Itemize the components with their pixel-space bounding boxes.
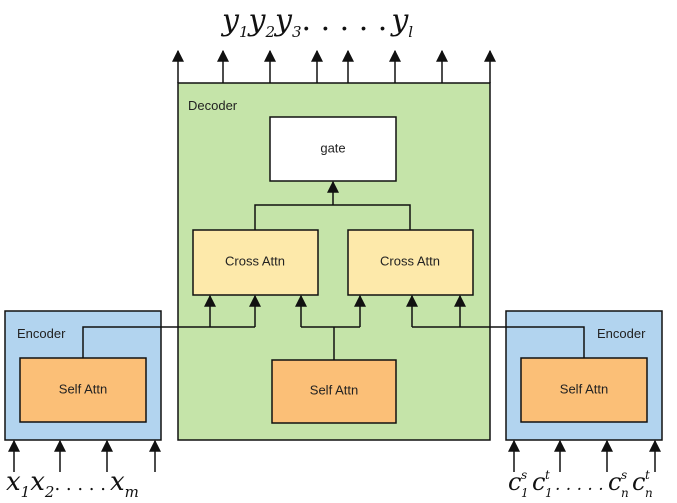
- svg-text:n: n: [645, 486, 653, 500]
- left-input-sequence-label: x1x2. . . . .xm: [6, 467, 139, 501]
- svg-text:t: t: [545, 468, 550, 482]
- gate-label: gate: [320, 140, 345, 155]
- decoder-self-attn-box: [271, 359, 397, 424]
- encoder-right-title: Encoder: [597, 326, 646, 341]
- cross-attn-right-label: Cross Attn: [380, 253, 440, 268]
- encoder-left-self-attn-label: Self Attn: [59, 381, 107, 396]
- connectors: [7, 49, 661, 472]
- svg-text:c: c: [608, 468, 621, 496]
- output-sequence-label: y1y2y3. . . . .yl: [220, 3, 413, 41]
- right-input-sequence-label: c s 1 c t 1 . . . . . c s n c t n: [508, 468, 653, 500]
- encoder-left-connector: [82, 326, 210, 358]
- decoder-title: Decoder: [188, 98, 238, 113]
- gate-box: [269, 116, 397, 182]
- cross-attn-left-label: Cross Attn: [225, 253, 285, 268]
- encoder-right-self-attn-box: [520, 357, 648, 423]
- svg-text:c: c: [532, 468, 545, 496]
- svg-text:1: 1: [545, 486, 553, 500]
- svg-text:. . . . .: . . . . .: [555, 475, 604, 495]
- decoder-self-attn-label: Self Attn: [310, 382, 358, 397]
- encoder-right-self-attn-label: Self Attn: [560, 381, 608, 396]
- svg-text:t: t: [645, 468, 650, 482]
- svg-text:1: 1: [521, 486, 529, 500]
- encoder-left-title: Encoder: [17, 326, 66, 341]
- svg-text:c: c: [508, 468, 521, 496]
- svg-text:s: s: [521, 468, 527, 482]
- svg-text:s: s: [621, 468, 627, 482]
- svg-text:n: n: [621, 486, 629, 500]
- encoder-right-connector: [412, 326, 585, 358]
- cross-attn-right-box: [347, 229, 474, 296]
- svg-text:c: c: [632, 468, 645, 496]
- encoder-left-self-attn-box: [19, 357, 147, 423]
